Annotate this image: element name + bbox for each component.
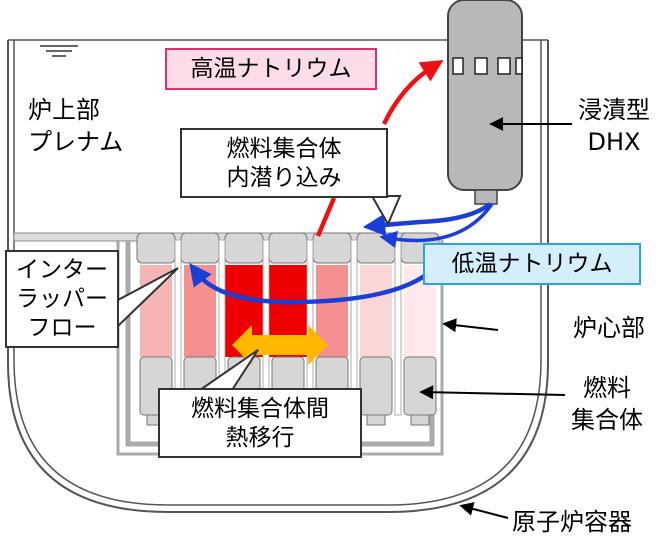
vessel-inner-wall [13,40,542,506]
vessel-label: 原子炉容器 [512,508,632,536]
hot-sodium-label: 高温ナトリウム [165,48,377,90]
fuel-assemblies [136,232,440,426]
heat-transfer-arrow [232,325,328,365]
fuel-assembly-6 [360,265,392,357]
inner-dive-label: 燃料集合体 内潜り込み [180,128,388,198]
dhx-label: 浸漬型 DHX [578,96,650,156]
vessel-outer-wall [7,40,549,513]
inter-assembly-heat-label: 燃料集合体間 熱移行 [158,388,362,458]
core-label: 炉心部 [573,314,645,342]
dhx-unit [447,0,523,205]
vessel-pointer [459,502,509,519]
hot-sodium-flow-arrow [315,66,434,237]
cold-sodium-flow-arrow-2 [379,202,494,249]
free-surface-icon [40,45,78,57]
fuel-assembly-pointer [419,385,566,400]
upper-plenum-label: 炉上部 プレナム [28,96,124,156]
interwrapper-label: インター ラッパー フロー [5,250,119,348]
inner-dive-bubble-tail [370,195,402,227]
core-pointer [442,318,499,333]
interwrapper-flow-arrow [189,260,442,305]
cold-sodium-label: 低温ナトリウム [423,243,641,285]
fuel-assembly-label: 燃料 集合体 [571,374,643,434]
